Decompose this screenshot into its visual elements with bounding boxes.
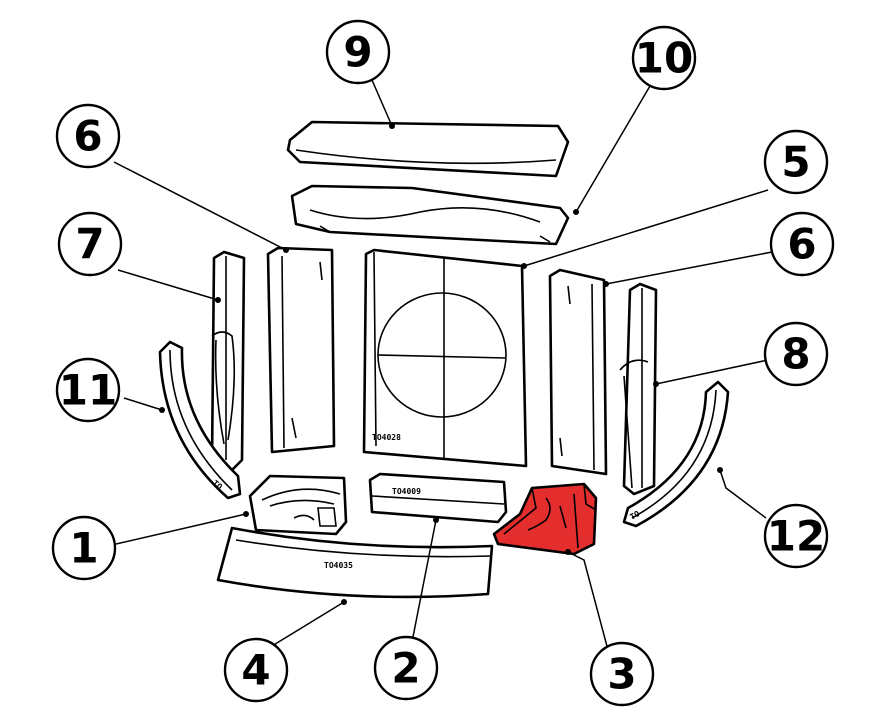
callout-12-number: 12 [767,512,825,561]
part-7-left-column [210,250,246,472]
callout-8: 8 [763,321,829,387]
callout-12: 12 [763,503,829,569]
callout-6-left-number: 6 [73,112,102,161]
callout-5: 5 [763,129,829,195]
callout-6-right-number: 6 [787,220,816,269]
part-6-right-side-panel [548,268,608,476]
callout-5-number: 5 [781,138,810,187]
callout-2: 2 [373,635,439,701]
callout-11-number: 11 [59,366,117,415]
callout-8-number: 8 [781,330,810,379]
callout-1-number: 1 [69,524,98,573]
callout-9-number: 9 [343,28,372,77]
part-9-top-baffle [286,120,570,178]
leader-dots [159,123,723,605]
callout-1: 1 [51,515,117,581]
callout-4: 4 [223,637,289,703]
stamp-text: TO4035 [324,561,353,570]
callout-2-number: 2 [391,644,420,693]
callout-3: 3 [589,641,655,707]
callout-6-right: 6 [769,211,835,277]
part-6-left-side-panel [266,246,336,454]
callout-4-number: 4 [241,646,270,695]
part-8-right-column [619,282,658,496]
part-10-lower-baffle [290,184,570,246]
stamp-text: TO4028 [372,433,401,442]
part-5-back-panel: TO4028 [362,248,528,468]
part-1-floor-left [248,474,348,536]
callout-3-number: 3 [607,650,636,699]
leader-lines [113,79,773,651]
part-12-right-curved-strip: TO [622,380,730,528]
stamp-text: TO [629,509,642,522]
callout-7-number: 7 [75,220,104,269]
callout-7: 7 [57,211,123,277]
callout-6-left: 6 [55,103,121,169]
callout-10: 10 [631,25,697,91]
part-4-front-floor-strip: TO4035 [216,526,494,599]
stamp-text: TO4009 [392,487,421,496]
part-2-floor-centre: TO4009 [368,472,508,524]
callout-11: 11 [55,357,121,423]
callout-9: 9 [325,19,391,85]
part-3-floor-right-highlighted [492,482,598,556]
callout-10-number: 10 [635,34,693,83]
